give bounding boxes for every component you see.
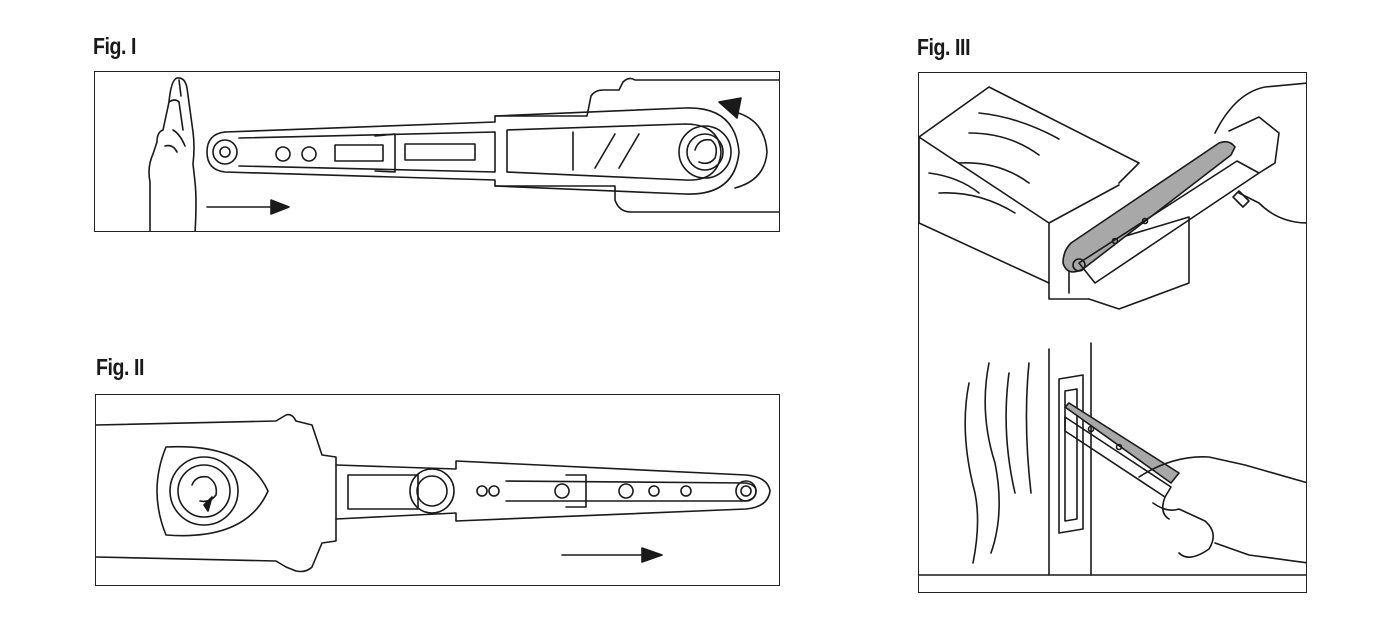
figure-3-drawing: [919, 82, 1306, 576]
figure-2-panel: [95, 394, 780, 586]
figure-3-panel: [918, 72, 1307, 593]
belt-sander-icon: [1064, 402, 1306, 564]
direction-arrow-icon: [561, 547, 663, 563]
figure-1-label: Fig. I: [93, 33, 137, 59]
figure-2-drawing: [96, 413, 771, 573]
belt-sander-icon: [206, 77, 779, 213]
direction-arrow-icon: [206, 199, 290, 215]
rotation-arrow-icon: [718, 97, 768, 189]
belt-sander-icon: [1062, 82, 1306, 284]
door-frame-icon: [919, 342, 1306, 576]
figure-1-drawing: [148, 77, 779, 231]
hand-icon: [148, 77, 197, 231]
figure-2-label: Fig. II: [96, 354, 145, 380]
figure-1-panel: [94, 71, 780, 232]
belt-sander-icon: [96, 413, 771, 573]
figure-3-label: Fig. III: [917, 34, 971, 60]
